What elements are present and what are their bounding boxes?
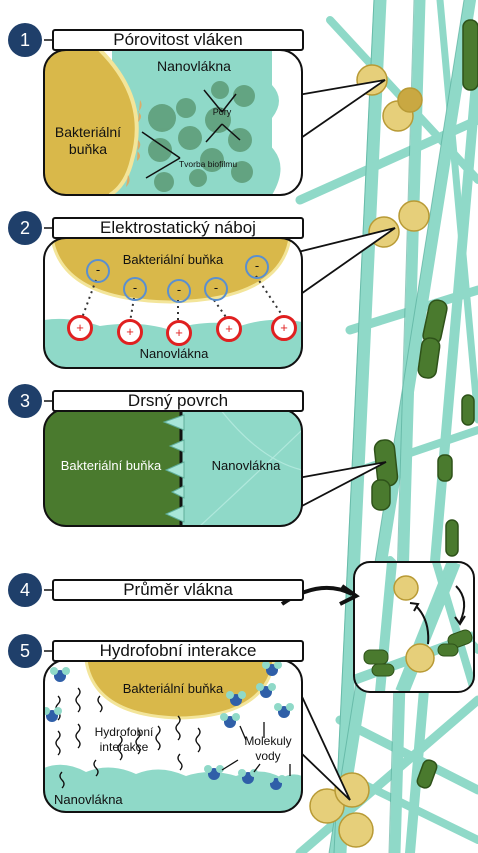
p2-positive-charge: + <box>166 320 192 346</box>
panel3-spikes <box>162 414 185 523</box>
panel4-content <box>354 562 474 692</box>
p2-negative-charge: - <box>123 277 147 301</box>
panel-number-3: 3 <box>8 384 42 418</box>
fiber-mesh <box>295 0 478 853</box>
panel3-content <box>44 409 302 526</box>
p2-positive-charge: + <box>271 315 297 341</box>
p2-positive-charge: + <box>117 319 143 345</box>
callout-wedges <box>297 79 396 801</box>
panel4-frame <box>353 561 475 693</box>
p2-negative-charge: - <box>245 255 269 279</box>
p1-nanofibers-label: Nanovlákna <box>157 58 231 74</box>
panel-title-3: Drsný povrch <box>52 390 304 412</box>
panel-title-5: Hydrofobní interakce <box>52 640 304 662</box>
panel1-arrows <box>141 89 241 179</box>
panel-title-4: Průměr vlákna <box>52 579 304 601</box>
panel-number-5: 5 <box>8 634 42 668</box>
p2-positive-charge: + <box>67 315 93 341</box>
panel1-biofilm <box>126 100 142 187</box>
panel1-content <box>44 50 302 195</box>
panel-number-4: 4 <box>8 573 42 607</box>
panel-title-1: Pórovitost vláken <box>52 29 304 51</box>
p2-negative-charge: - <box>167 279 191 303</box>
p5-hydrophobic-label: Hydrofobní interakce <box>94 725 154 754</box>
p1-biofilm-label: Tvorba biofilmu <box>178 159 238 169</box>
p5-bacteria-label: Bakteriální buňka <box>122 681 224 696</box>
panel5-squiggles <box>55 687 201 789</box>
p1-pores-label: Póry <box>212 107 232 117</box>
panel5-water-molecules <box>44 661 294 790</box>
p1-bacteria-label: Bakteriální buňka <box>54 124 122 157</box>
p5-water-label: Molekuly vody <box>244 734 292 763</box>
p3-nanofibers-label: Nanovlákna <box>211 458 281 473</box>
p2-bacteria-label: Bakteriální buňka <box>122 252 224 267</box>
panel-number-1: 1 <box>8 23 42 57</box>
panel5-arrows <box>221 722 291 776</box>
panel4-green-rods <box>363 629 473 677</box>
p2-positive-charge: + <box>216 316 242 342</box>
panel4-arrows <box>409 585 466 645</box>
panel-title-2: Elektrostatický náboj <box>52 217 304 239</box>
fiber-mesh-edges <box>328 0 465 853</box>
p2-negative-charge: - <box>86 259 110 283</box>
panel5-content <box>44 660 302 812</box>
p5-nanofibers-label: Nanovlákna <box>54 792 123 807</box>
panel-number-2: 2 <box>8 211 42 245</box>
p3-bacteria-label: Bakteriální buňka <box>60 458 162 473</box>
p2-negative-charge: - <box>204 277 228 301</box>
p2-nanofibers-label: Nanovlákna <box>139 346 209 361</box>
header-connectors <box>44 39 52 652</box>
